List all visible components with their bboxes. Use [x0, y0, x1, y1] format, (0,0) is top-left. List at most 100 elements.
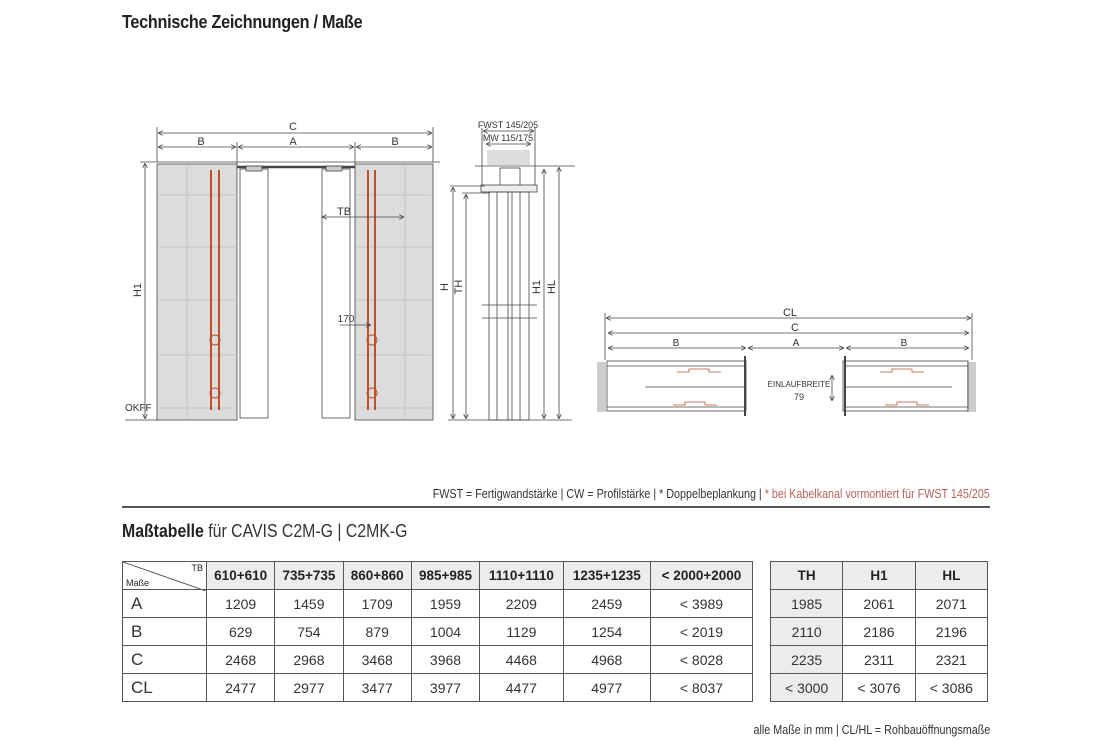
page-title: Technische Zeichnungen / Maße	[122, 12, 363, 32]
legend-line: FWST = Fertigwandstärke | CW = Profilstä…	[433, 487, 990, 501]
table-cell: 2321	[914, 645, 989, 674]
table-cell: 4968	[562, 645, 651, 674]
dimension-table: TB Maße 610+610 735+735 860+860 985+985 …	[122, 561, 754, 702]
corner-masse: Maße	[126, 578, 150, 588]
dim-label-c-plan: C	[791, 322, 799, 334]
table-cell: 2196	[914, 617, 989, 646]
column-header: H1	[842, 561, 916, 590]
table-cell: 2110	[769, 617, 844, 646]
table-cell: 3977	[410, 673, 481, 702]
column-header: 985+985	[410, 561, 481, 590]
table-cell: 2071	[914, 589, 989, 618]
table-cell: 629	[205, 617, 276, 646]
divider	[122, 506, 990, 508]
dim-label-cl: CL	[783, 307, 797, 319]
table-cell: 1959	[410, 589, 481, 618]
table-cell: < 8037	[649, 673, 754, 702]
table-cell: 2235	[769, 645, 844, 674]
label-mw: MW 115/175	[483, 133, 533, 143]
table-heading: Maßtabelle für CAVIS C2M-G | C2MK-G	[122, 521, 407, 542]
row-label: C	[122, 645, 207, 674]
label-okff: OKFF	[125, 403, 152, 414]
table-cell: < 8028	[649, 645, 754, 674]
dim-label-h1-side: H1	[531, 280, 543, 294]
table-cell: 2977	[274, 673, 344, 702]
table-cell: 3477	[342, 673, 412, 702]
table-cell: 3968	[410, 645, 481, 674]
table-cell: 1129	[479, 617, 564, 646]
table-cell: 2311	[842, 645, 916, 674]
dim-label-h: H	[439, 283, 451, 291]
column-header: 610+610	[205, 561, 276, 590]
dim-label-170: 170	[338, 314, 355, 325]
table-cell: 2477	[205, 673, 276, 702]
table-cell: 2209	[479, 589, 564, 618]
table-cell: 1209	[205, 589, 276, 618]
label-einlaufbreite: EINLAUFBREITE	[768, 380, 831, 389]
dim-label-b-right-plan: B	[901, 338, 908, 349]
table-cell: 1004	[410, 617, 481, 646]
table-header-row: TB Maße 610+610 735+735 860+860 985+985 …	[122, 561, 754, 591]
dim-label-tb: TB	[337, 206, 351, 218]
table-cell: 879	[342, 617, 412, 646]
dim-label-b-right: B	[391, 136, 398, 148]
column-header: HL	[914, 561, 989, 590]
table-cell: < 3076	[842, 673, 916, 702]
dim-label-b-left: B	[197, 136, 204, 148]
corner-tb: TB	[191, 563, 203, 573]
table-cell: 3468	[342, 645, 412, 674]
front-view-drawing	[125, 127, 440, 421]
table-cell: 754	[274, 617, 344, 646]
table-cell: 2061	[842, 589, 916, 618]
legend-red-note: * bei Kabelkanal vormontiert für FWST 14…	[764, 487, 990, 501]
dim-label-b-left-plan: B	[673, 338, 680, 349]
label-fwst: FWST 145/205	[478, 120, 538, 130]
table-cell: 2468	[205, 645, 276, 674]
table-cell: < 2019	[649, 617, 754, 646]
footnote: alle Maße in mm | CL/HL = Rohbauöffnungs…	[753, 723, 990, 737]
column-header: 1235+1235	[562, 561, 651, 590]
column-header: 1110+1110	[479, 561, 564, 590]
corner-cell: TB Maße	[122, 561, 207, 591]
dim-label-c: C	[289, 121, 297, 133]
row-label: B	[122, 617, 207, 646]
table-heading-rest: für CAVIS C2M-G | C2MK-G	[203, 521, 408, 541]
column-header: < 2000+2000	[649, 561, 754, 590]
dim-label-th: TH	[453, 280, 465, 295]
table-cell: < 3086	[914, 673, 989, 702]
table-cell: 2459	[562, 589, 651, 618]
column-header: 860+860	[342, 561, 412, 590]
table-cell: 2186	[842, 617, 916, 646]
table-cell: 1459	[274, 589, 344, 618]
table-cell: 1985	[769, 589, 844, 618]
table-cell: 4977	[562, 673, 651, 702]
row-label: A	[122, 589, 207, 618]
table-cell: 1254	[562, 617, 651, 646]
table-cell: < 3000	[769, 673, 844, 702]
table-heading-bold: Maßtabelle	[122, 521, 204, 541]
table-cell: < 3989	[649, 589, 754, 618]
legend-text: FWST = Fertigwandstärke | CW = Profilstä…	[432, 487, 765, 501]
label-einlauf-value: 79	[794, 392, 804, 402]
plan-view-drawing	[597, 313, 976, 416]
technical-drawings: C B A B H1 OKFF TB 170	[125, 120, 976, 421]
row-label: CL	[122, 673, 207, 702]
dim-label-a-plan: A	[793, 338, 800, 349]
table-header-row: TH H1 HL	[769, 561, 989, 590]
side-section-drawing	[448, 128, 575, 421]
table-cell: 4477	[479, 673, 564, 702]
table-row: < 3000< 3076< 3086	[769, 673, 989, 702]
column-header: 735+735	[274, 561, 344, 590]
dim-label-h1: H1	[132, 283, 144, 297]
dim-label-hl: HL	[546, 280, 558, 294]
dim-label-a: A	[289, 136, 297, 148]
